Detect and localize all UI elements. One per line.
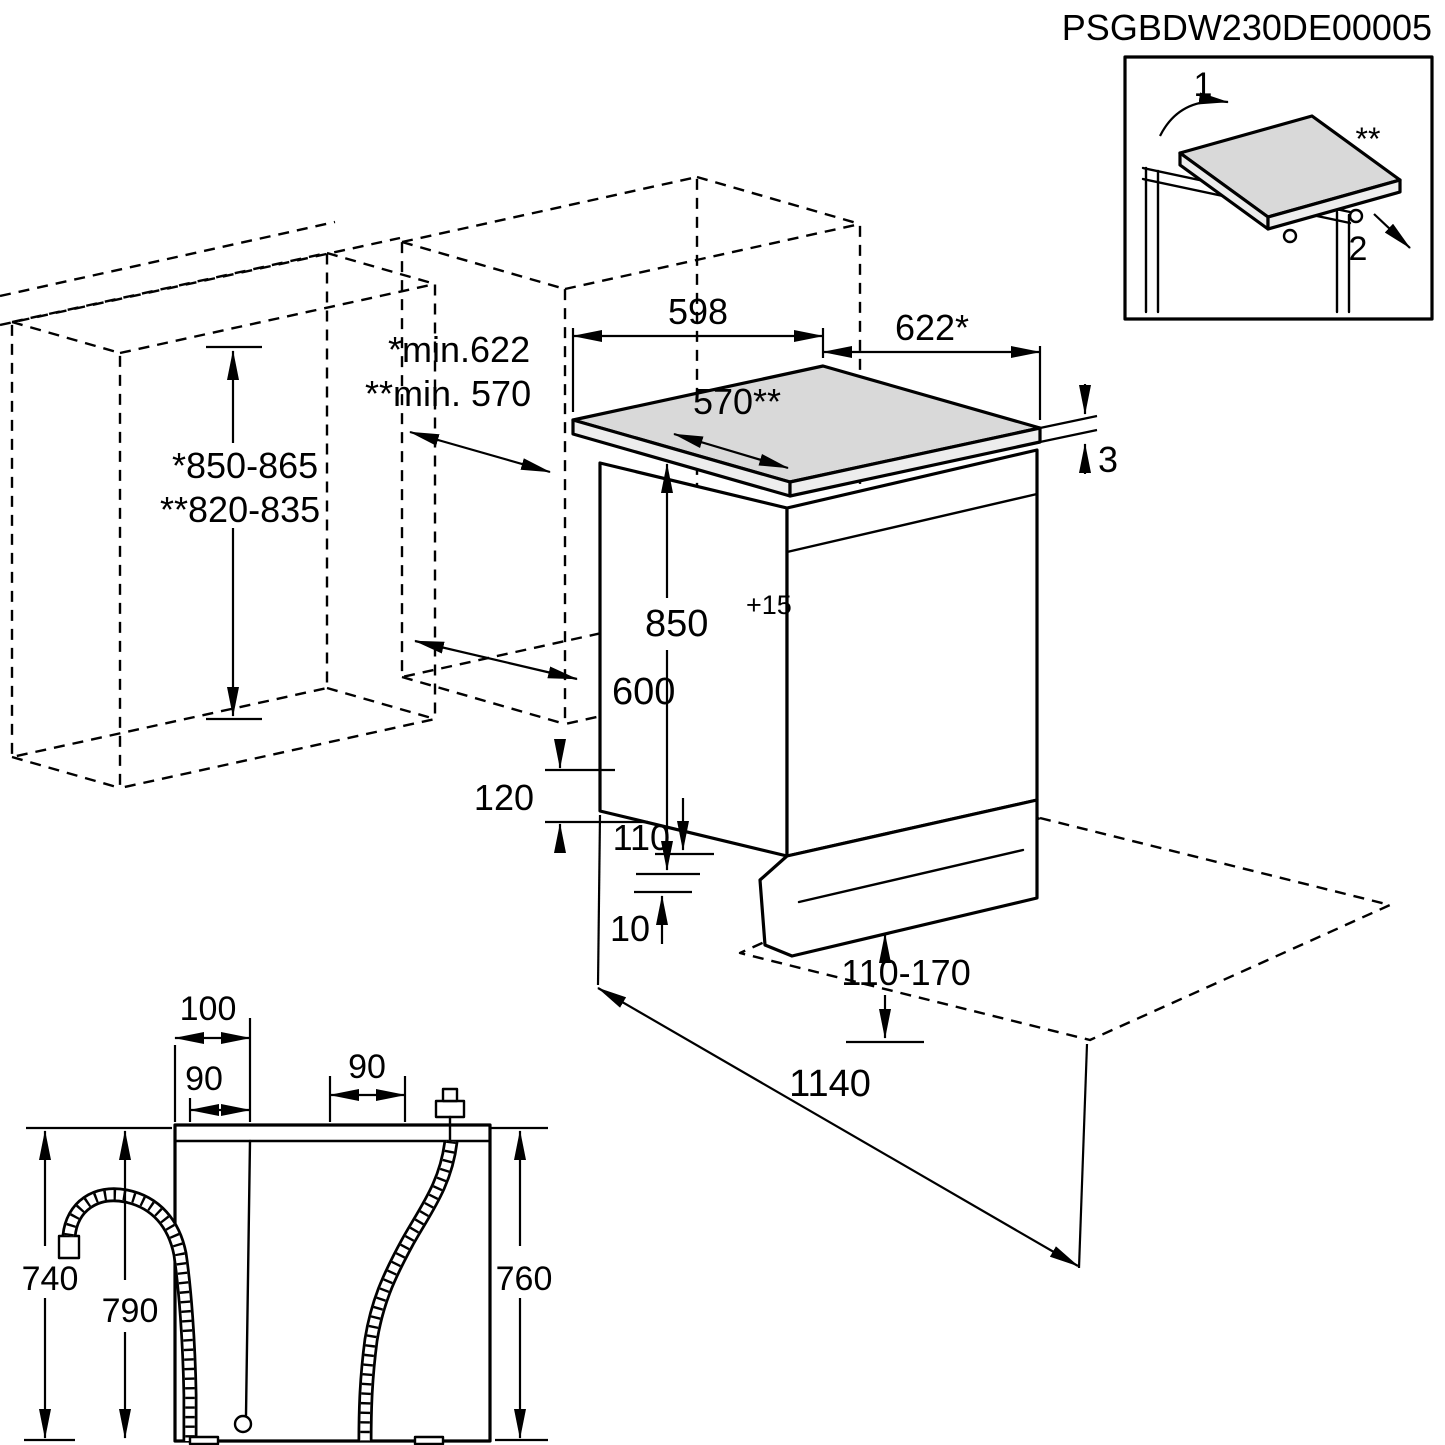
door-seam <box>785 492 1039 554</box>
dim-90-right: 90 <box>348 1048 386 1086</box>
dim-790: 790 <box>102 1292 159 1330</box>
kick-plate-line <box>797 848 1025 904</box>
drawing-code: PSGBDW230DE00005 <box>1062 7 1432 48</box>
inlet-hose <box>357 1139 459 1442</box>
cord-plug <box>233 1414 253 1434</box>
dim-100: 100 <box>180 990 237 1028</box>
inset-step-1: 1 <box>1194 66 1213 104</box>
dim-622: 622* <box>895 307 969 348</box>
dim-110-170: 110-170 <box>841 952 970 993</box>
dishwasher-body <box>571 364 1042 958</box>
drain-hose-end <box>57 1234 81 1260</box>
dim-min-570: **min. 570 <box>365 373 531 414</box>
inset-stars: ** <box>1356 121 1381 157</box>
foot <box>188 1435 220 1445</box>
dim-3: 3 <box>1098 439 1118 480</box>
dim-min-622: *min.622 <box>388 329 530 370</box>
dim-850: 850 <box>645 603 708 645</box>
dim-820-835: **820-835 <box>160 489 320 530</box>
lift-arrow <box>1159 92 1229 137</box>
dim-740: 740 <box>22 1260 79 1298</box>
worktop-peg <box>1282 228 1298 244</box>
dim-120: 120 <box>474 777 534 818</box>
inlet-valve <box>434 1099 466 1119</box>
dim-598: 598 <box>668 291 728 332</box>
dim-850-tolerance: +15 <box>746 590 792 620</box>
dimension-lines <box>24 328 1098 1442</box>
dim-570: 570** <box>693 381 781 422</box>
dim-600: 600 <box>612 671 675 713</box>
rear-view <box>57 1087 492 1445</box>
dim-110: 110 <box>613 817 670 858</box>
dim-760: 760 <box>496 1260 553 1298</box>
dim-850-865: *850-865 <box>172 445 318 486</box>
side-panel <box>598 461 789 858</box>
front-door <box>785 448 1039 858</box>
worktop-removal-inset <box>1123 55 1434 321</box>
dim-1140: 1140 <box>789 1063 871 1105</box>
worktop-peg <box>1348 208 1364 224</box>
labels: PSGBDW230DE00005 1 2 ** 598 622* *min.62… <box>22 7 1432 1330</box>
drain-hose <box>57 1187 198 1441</box>
dim-10: 10 <box>610 908 650 949</box>
inset-step-2: 2 <box>1349 230 1368 268</box>
slide-arrow <box>1373 213 1411 249</box>
foot <box>413 1435 445 1445</box>
dim-90-left: 90 <box>185 1060 223 1098</box>
inset-border <box>1123 55 1434 321</box>
left-cabinet-dashed <box>0 220 437 790</box>
power-cord <box>244 1139 252 1417</box>
